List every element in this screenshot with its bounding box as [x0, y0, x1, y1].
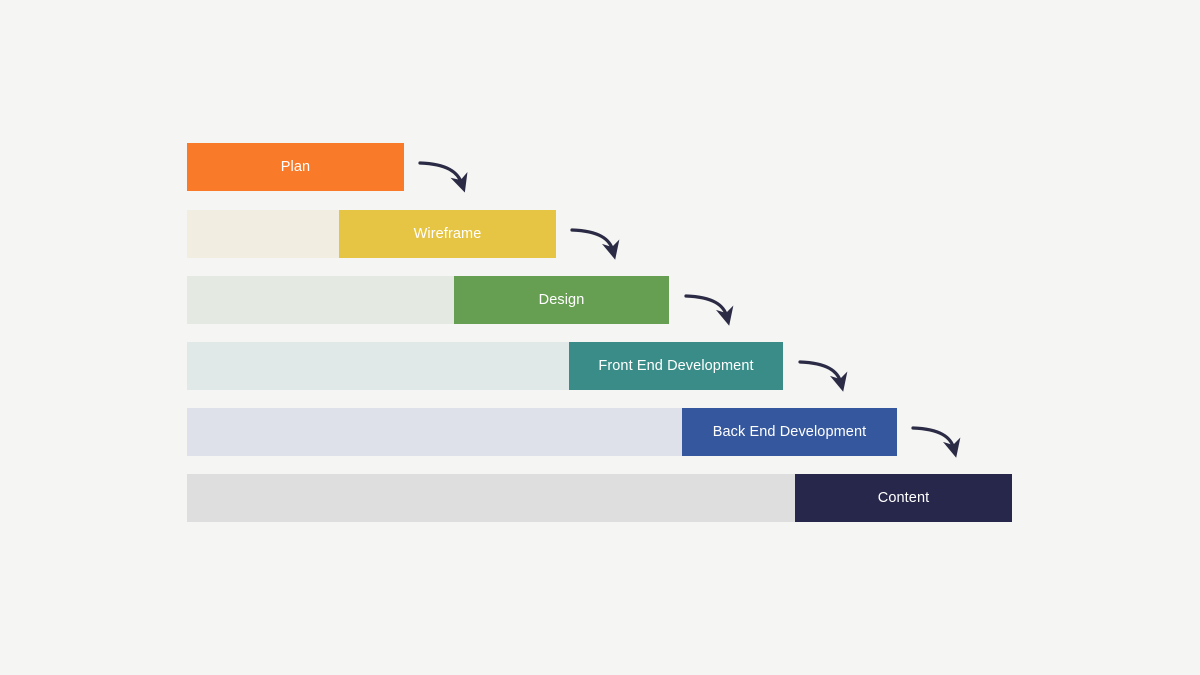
- stage-label: Wireframe: [413, 225, 482, 242]
- stage-label: Front End Development: [598, 357, 754, 374]
- stage-fill-bar[interactable]: Design: [454, 276, 669, 324]
- stage-label: Design: [538, 291, 585, 308]
- stage-fill-bar[interactable]: Plan: [187, 143, 404, 191]
- arrow-design-to-frontend: [684, 294, 734, 326]
- stage-fill-bar[interactable]: Front End Development: [569, 342, 783, 390]
- arrow-frontend-to-backend: [798, 360, 848, 392]
- stage-label: Plan: [280, 158, 311, 175]
- stage-row[interactable]: Plan: [187, 143, 404, 191]
- stage-row[interactable]: Back End Development: [187, 408, 897, 456]
- stage-row[interactable]: Wireframe: [187, 210, 556, 258]
- stage-row[interactable]: Design: [187, 276, 669, 324]
- arrow-plan-to-wireframe: [418, 161, 468, 193]
- arrow-wireframe-to-design: [570, 228, 620, 260]
- stage-fill-bar[interactable]: Wireframe: [339, 210, 556, 258]
- stage-fill-bar[interactable]: Content: [795, 474, 1012, 522]
- stage-row[interactable]: Front End Development: [187, 342, 783, 390]
- arrow-backend-to-content: [911, 426, 961, 458]
- stage-fill-bar[interactable]: Back End Development: [682, 408, 897, 456]
- stage-row[interactable]: Content: [187, 474, 1012, 522]
- stage-label: Back End Development: [712, 423, 867, 440]
- stage-label: Content: [877, 489, 930, 506]
